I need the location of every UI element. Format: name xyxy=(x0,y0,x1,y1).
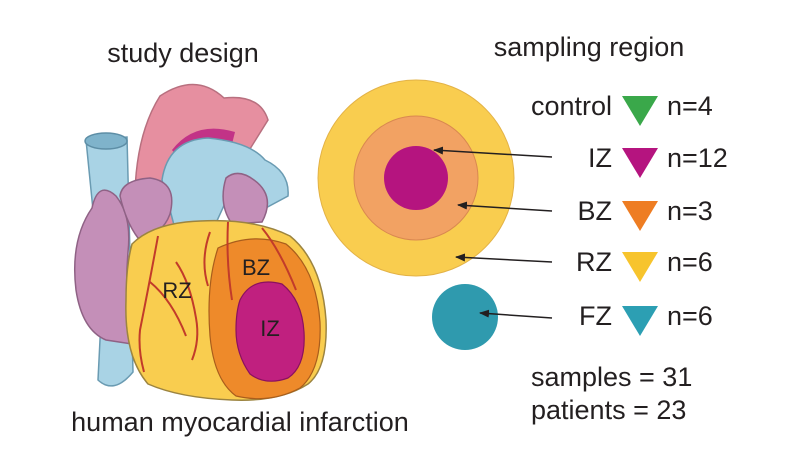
legend-label-bz: BZ xyxy=(577,196,612,226)
right-atrium xyxy=(73,189,133,345)
arrow-fz xyxy=(479,309,553,319)
legend-count-bz: n=3 xyxy=(667,196,713,226)
legend-row-iz: IZ n=12 xyxy=(588,143,728,178)
legend-row-control: control n=4 xyxy=(531,91,713,126)
infarct-zone-circle xyxy=(384,146,448,210)
legend-count-iz: n=12 xyxy=(667,143,728,173)
legend-marker-bz xyxy=(622,201,658,231)
group-legend: control n=4 IZ n=12 BZ n=3 RZ n=6 FZ n=6 xyxy=(531,91,728,336)
left-panel-title: study design xyxy=(107,38,259,68)
legend-count-rz: n=6 xyxy=(667,247,713,277)
legend-count-control: n=4 xyxy=(667,91,713,121)
legend-row-fz: FZ n=6 xyxy=(579,301,713,336)
legend-marker-iz xyxy=(622,148,658,178)
left-panel-caption: human myocardial infarction xyxy=(71,407,409,437)
legend-label-iz: IZ xyxy=(588,143,612,173)
legend-count-fz: n=6 xyxy=(667,301,713,331)
heart-label-iz: IZ xyxy=(260,316,280,341)
heart-illustration: RZ BZ IZ xyxy=(73,83,327,401)
legend-label-fz: FZ xyxy=(579,301,612,331)
patients-total: patients = 23 xyxy=(531,395,686,425)
zone-arrows xyxy=(433,146,553,319)
right-atrium-upper xyxy=(119,177,173,239)
sampling-zones xyxy=(317,79,515,350)
legend-marker-rz xyxy=(622,252,658,282)
coronary-vessels xyxy=(138,221,297,373)
heart-label-rz: RZ xyxy=(162,278,191,303)
arrow-iz xyxy=(433,146,553,158)
legend-marker-fz xyxy=(622,306,658,336)
samples-total: samples = 31 xyxy=(531,362,692,392)
heart-label-bz: BZ xyxy=(242,255,270,280)
legend-row-rz: RZ n=6 xyxy=(576,247,713,282)
legend-row-bz: BZ n=3 xyxy=(577,196,713,231)
infarct-zone-region xyxy=(235,281,305,382)
legend-label-control: control xyxy=(531,91,612,121)
fibrotic-zone-circle xyxy=(432,284,498,350)
legend-marker-control xyxy=(622,96,658,126)
legend-label-rz: RZ xyxy=(576,247,612,277)
arrow-bz xyxy=(457,201,553,212)
arrow-rz xyxy=(455,253,553,263)
right-panel-title: sampling region xyxy=(494,32,685,62)
left-atrium xyxy=(222,172,269,225)
vena-cava-opening xyxy=(84,132,128,150)
